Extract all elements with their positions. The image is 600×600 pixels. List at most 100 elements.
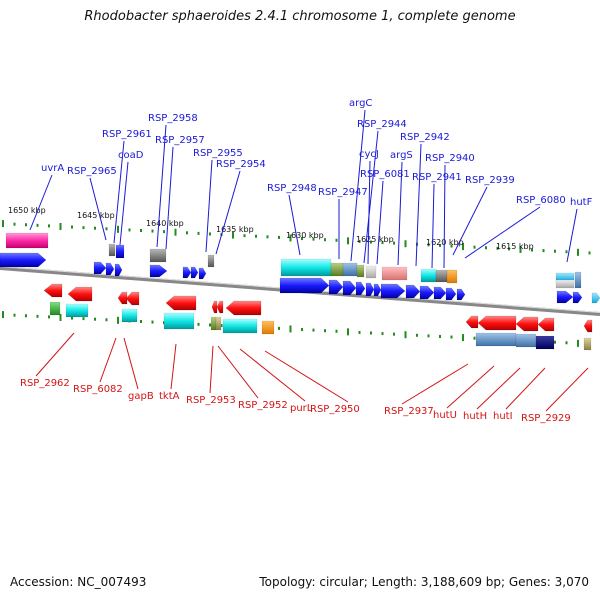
gene-block-orange: [446, 269, 458, 284]
reverse-gene-arrow: [515, 316, 539, 332]
tick-mark: [105, 318, 108, 322]
tick-mark: [48, 224, 50, 228]
tick-mark: [554, 340, 556, 344]
scale-label: 1615 kbp: [496, 242, 534, 251]
tick-mark: [140, 320, 142, 323]
reverse-gene-arrow: [165, 295, 197, 311]
reverse-gene-arrow: [211, 300, 218, 314]
tick-mark: [358, 330, 361, 334]
tick-mark: [220, 324, 223, 328]
scale-label: 1630 kbp: [286, 231, 324, 240]
gene-block-grey: [435, 269, 448, 283]
reverse-gene-arrow: [225, 300, 262, 316]
gene-block-grey: [207, 254, 215, 268]
forward-gene-arrow: [328, 279, 344, 295]
leader-line: [217, 345, 259, 399]
forward-gene-arrow: [0, 252, 47, 268]
gene-label: RSP_2944: [357, 119, 407, 130]
reverse-gene-arrow: [216, 300, 224, 314]
tick-mark: [565, 341, 568, 345]
leader-line: [566, 208, 578, 263]
tick-mark: [393, 241, 395, 245]
forward-gene-arrow: [433, 286, 447, 300]
tick-mark: [209, 232, 211, 236]
gene-label: cycJ: [359, 149, 379, 160]
tick-mark: [370, 240, 372, 244]
scale-label: 1625 kbp: [356, 235, 394, 244]
forward-gene-arrow: [149, 264, 168, 278]
leader-line: [99, 337, 117, 383]
leader-line: [215, 170, 241, 255]
gene-label: RSP_2957: [155, 135, 205, 146]
leader-line: [350, 109, 366, 262]
tick-mark: [416, 333, 418, 337]
tick-mark: [82, 317, 85, 321]
gene-label: RSP_2965: [67, 166, 117, 177]
gene-block-olive: [356, 264, 365, 278]
leader-line: [170, 343, 177, 390]
tick-mark: [393, 332, 395, 336]
gene-block-cyan: [163, 312, 195, 330]
scale-label: 1620 kbp: [426, 238, 464, 247]
gene-label: RSP_2954: [216, 159, 266, 170]
tick-mark: [462, 334, 464, 342]
tick-mark: [94, 226, 96, 230]
gene-block-green: [49, 301, 61, 316]
tick-mark: [140, 229, 142, 232]
tick-mark: [324, 238, 326, 242]
gene-label: RSP_2961: [102, 129, 152, 140]
tick-mark: [577, 339, 579, 347]
leader-line: [156, 124, 167, 248]
forward-gene-arrow: [445, 287, 457, 301]
tick-mark: [312, 237, 315, 241]
tick-mark: [36, 314, 39, 318]
gene-label: uvrA: [41, 163, 64, 174]
leader-line: [239, 348, 306, 402]
tick-mark: [565, 250, 568, 254]
gene-block-salmon: [381, 266, 408, 281]
tick-mark: [542, 249, 545, 253]
forward-gene-arrow: [419, 285, 435, 300]
tick-mark: [255, 234, 257, 238]
forward-gene-arrow: [342, 280, 357, 296]
gene-label: tktA: [159, 391, 180, 402]
tick-mark: [519, 245, 522, 253]
gene-block-olive: [330, 262, 344, 277]
gene-label: gapB: [128, 391, 154, 402]
gene-label: RSP_2937: [384, 406, 434, 417]
gene-block-cyan: [222, 318, 258, 334]
tick-mark: [427, 243, 430, 247]
tick-mark: [71, 225, 73, 229]
tick-mark: [36, 223, 39, 227]
gene-label: RSP_2940: [425, 153, 475, 164]
forward-gene-arrow: [373, 283, 382, 297]
leader-line: [452, 186, 488, 256]
gene-block-cyan: [420, 268, 437, 283]
tick-mark: [508, 247, 510, 251]
tick-mark: [71, 316, 73, 320]
tick-mark: [370, 331, 372, 335]
tick-mark: [2, 220, 4, 228]
gene-block-orange: [261, 320, 275, 335]
gene-label: RSP_6082: [73, 384, 123, 395]
tick-mark: [105, 227, 108, 231]
gene-label: RSP_2941: [412, 172, 462, 183]
leader-line: [35, 332, 75, 377]
tick-mark: [462, 243, 464, 251]
gene-block-steel: [342, 262, 358, 277]
gene-label: RSP_2942: [400, 132, 450, 143]
tick-mark: [381, 241, 384, 245]
tick-mark: [324, 329, 326, 333]
tick-mark: [588, 251, 591, 255]
leader-line: [431, 183, 435, 269]
reverse-gene-arrow: [537, 317, 555, 332]
leader-line: [123, 337, 139, 390]
gene-label: RSP_2953: [186, 395, 236, 406]
gene-label: hutF: [570, 197, 593, 208]
forward-gene-arrow: [93, 261, 107, 275]
scale-label: 1640 kbp: [146, 219, 184, 228]
gene-label: RSP_2950: [310, 404, 360, 415]
gene-block-steel: [574, 271, 582, 289]
leader-line: [397, 161, 403, 266]
gene-label: RSP_2948: [267, 183, 317, 194]
